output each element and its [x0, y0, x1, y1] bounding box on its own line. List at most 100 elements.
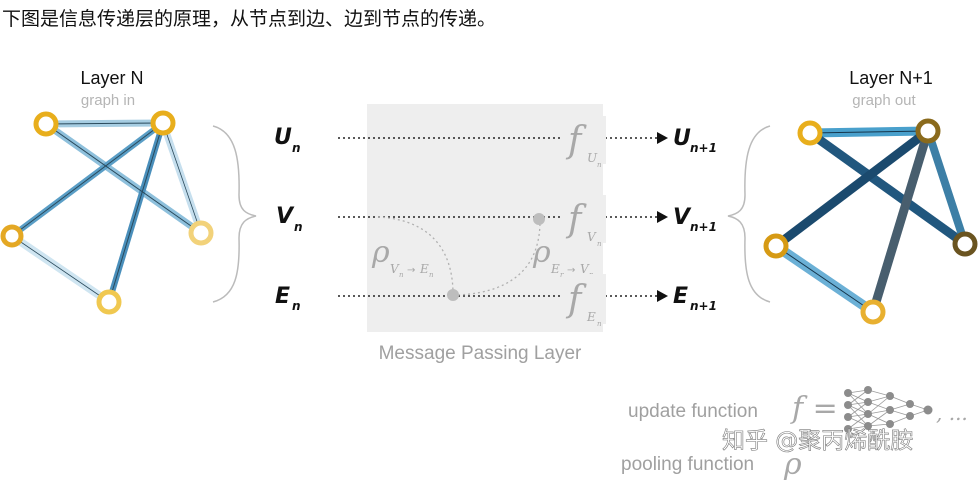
right-graph-title: Layer N+1: [849, 68, 933, 88]
graph-node: [33, 111, 59, 137]
input-e-subscript: n: [292, 299, 301, 313]
nn-neuron: [864, 398, 872, 406]
input-u-subscript: n: [292, 141, 301, 155]
nn-neuron: [923, 405, 933, 415]
output-e: E n+1: [673, 284, 717, 313]
pooling-to-sub: n: [429, 271, 434, 279]
output-v-symbol: V: [673, 205, 692, 230]
right-graph-nodes: [763, 118, 978, 325]
input-u-symbol: U: [274, 125, 292, 150]
nn-neuron: [906, 400, 914, 408]
legend-pooling-symbol: ρ: [783, 447, 802, 482]
left-graph: [0, 110, 214, 315]
graph-edge-outline: [11, 122, 164, 237]
right-brace: [727, 125, 771, 303]
input-v: V n: [276, 204, 303, 234]
pooling-arrow: →: [407, 265, 415, 276]
left-graph-nodes: [0, 110, 214, 315]
right-graph-edges: [773, 126, 969, 317]
update-function-backdrop: [562, 195, 606, 243]
left-brace: [212, 125, 257, 303]
update-function-subsub: n: [597, 161, 602, 169]
graph-node: [860, 299, 886, 325]
nn-neuron: [844, 413, 852, 421]
update-function-subsub: n: [597, 320, 602, 328]
nn-neuron: [844, 401, 852, 409]
output-u: U n+1: [673, 126, 717, 155]
pooling-symbol: ρ: [371, 235, 390, 270]
graph-edge-outline: [809, 130, 929, 134]
nn-neuron: [864, 386, 872, 394]
output-v: V n+1: [673, 205, 717, 234]
input-e-symbol: E: [275, 284, 290, 309]
graph-node: [188, 220, 214, 246]
graph-edge-outline: [775, 245, 874, 313]
graph-edge: [807, 129, 968, 248]
nn-neuron: [844, 389, 852, 397]
update-function-e: f E n: [562, 274, 606, 328]
input-u: U n: [274, 125, 301, 155]
graph-edge-outline: [108, 122, 164, 303]
watermark: 知乎 @聚丙烯酰胺: [722, 428, 913, 454]
legend-update-symbol: f =: [790, 391, 838, 426]
nn-neuron: [886, 406, 894, 414]
graph-node: [96, 289, 122, 315]
legend: update function f =: [621, 386, 968, 482]
output-e-subscript: n+1: [690, 299, 717, 313]
graph-node: [763, 233, 789, 259]
arrowhead-e: [657, 290, 668, 302]
graph-edge-outline: [11, 235, 110, 303]
pooling-node-vertex: [533, 213, 545, 225]
update-function-sub: E: [586, 310, 596, 324]
nn-connection: [867, 395, 891, 415]
right-graph: [763, 118, 978, 325]
nn-connection: [867, 409, 891, 427]
graph-edge: [868, 129, 933, 314]
legend-update-ellipsis: , ...: [936, 401, 968, 425]
input-v-subscript: n: [294, 220, 303, 234]
graph-edge-outline: [162, 122, 202, 234]
pooling-to: V: [580, 262, 590, 276]
nn-neuron: [886, 392, 894, 400]
pooling-to: E: [419, 262, 429, 276]
graph-edge-outline: [45, 122, 164, 125]
graph-edge: [773, 127, 931, 250]
left-graph-title: Layer N: [80, 68, 143, 88]
arrowhead-v: [657, 211, 668, 223]
output-v-subscript: n+1: [690, 220, 717, 234]
output-u-subscript: n+1: [690, 141, 717, 155]
nn-neuron: [886, 420, 894, 428]
legend-update-label: update function: [628, 401, 758, 422]
left-graph-edges: [9, 119, 205, 306]
nn-connection: [847, 389, 869, 406]
nn-neuron: [864, 410, 872, 418]
pooling-symbol: ρ: [532, 235, 551, 270]
output-u-symbol: U: [673, 126, 691, 151]
right-graph-subtitle: graph out: [852, 92, 916, 109]
input-v-symbol: V: [276, 204, 295, 229]
update-function-u: f U n: [562, 116, 606, 169]
nn-connection: [867, 413, 891, 425]
pooling-curve-e-to-v: [457, 220, 541, 296]
update-function-backdrop: [562, 274, 606, 324]
left-graph-subtitle: graph in: [81, 92, 135, 109]
nn-connection: [847, 401, 869, 418]
pooling-arrow: →: [567, 265, 575, 276]
graph-node: [150, 110, 176, 136]
caption-text: 下图是信息传递层的原理，从节点到边、边到节点的传递。: [2, 8, 497, 30]
input-e: E n: [275, 284, 301, 313]
graph-node: [915, 118, 941, 144]
graph-edge-outline: [45, 123, 202, 234]
arrowhead-u: [657, 132, 668, 144]
update-function-v: f V n: [562, 195, 606, 248]
nn-neuron: [844, 425, 852, 433]
pooling-label-v-to-e: ρ V n → E n: [371, 235, 434, 279]
pooling-from: V: [390, 262, 400, 276]
update-function-sub: U: [587, 151, 598, 165]
graph-edge: [924, 129, 969, 246]
output-e-symbol: E: [673, 284, 688, 309]
update-function-subsub: n: [597, 240, 602, 248]
graph-node: [0, 224, 24, 248]
update-function-sub: V: [587, 230, 597, 244]
